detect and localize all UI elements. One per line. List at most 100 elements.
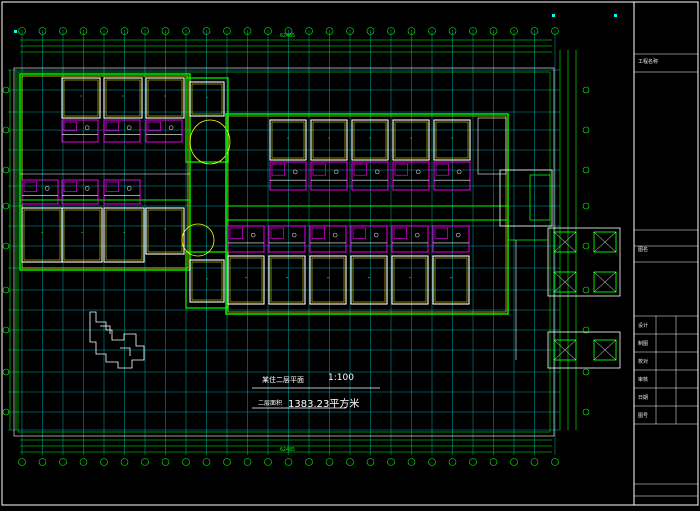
- axis-bubble: [79, 458, 88, 466]
- room-unit: [392, 119, 430, 161]
- axis-bubble: [530, 458, 539, 466]
- axis-bubble: [120, 458, 129, 466]
- axis-bubble: [407, 27, 416, 35]
- axis-bubble: [100, 458, 108, 466]
- axis-bubble: [264, 27, 272, 35]
- axis-bubble: [284, 27, 293, 35]
- room-units: [21, 77, 617, 361]
- axis-bubble: [161, 458, 170, 466]
- axis-bubble: [510, 458, 518, 466]
- axis-bubble: [387, 458, 395, 466]
- axis-bubble: [582, 286, 590, 294]
- stair-elevator-block: [553, 231, 577, 253]
- area-label: 二层面积: [258, 400, 283, 407]
- axis-bubble: [582, 202, 590, 210]
- axis-bubble: [264, 458, 272, 466]
- axis-bubble: [38, 458, 47, 466]
- axis-bubble: [59, 27, 67, 35]
- room-unit: [310, 119, 348, 161]
- axis-grid: [8, 30, 560, 455]
- axis-bubble: [59, 458, 67, 466]
- axis-bubble: [18, 27, 26, 35]
- room-unit: [269, 119, 307, 161]
- room-unit: [391, 255, 429, 305]
- bathroom-fixtures: [61, 119, 99, 143]
- axis-bubble: [182, 458, 190, 466]
- bathroom-fixtures: [21, 179, 59, 205]
- title-block-date: 日期: [638, 395, 649, 401]
- room-unit: [350, 255, 388, 305]
- title-block-number: 图号: [638, 413, 649, 419]
- bathroom-fixtures: [309, 225, 347, 253]
- room-unit: [145, 77, 185, 119]
- stair-elevator-block: [553, 271, 577, 293]
- axis-bubble: [469, 27, 477, 35]
- axis-bubble: [202, 27, 211, 35]
- bathroom-fixtures: [432, 225, 470, 253]
- axis-bubble: [2, 286, 10, 294]
- axis-bubble: [530, 27, 539, 35]
- axis-bubble: [366, 458, 375, 466]
- stair-elevator-block: [593, 231, 617, 253]
- title-block-drawing-name: 图名: [638, 247, 649, 253]
- axis-bubble: [305, 458, 313, 466]
- axis-bubble: [2, 166, 10, 174]
- axis-bubble: [387, 27, 395, 35]
- axis-bubble: [2, 408, 10, 416]
- axis-bubble: [510, 27, 518, 35]
- bathroom-fixtures: [227, 225, 265, 253]
- area-value: 1383.23平方米: [288, 399, 360, 410]
- axis-bubble: [582, 242, 590, 250]
- axis-bubble: [243, 458, 252, 466]
- bathroom-fixtures: [103, 179, 141, 205]
- building-east-wing: [225, 113, 621, 369]
- axis-bubble: [582, 126, 590, 134]
- axis-bubble: [305, 27, 313, 35]
- axis-bubble: [428, 458, 436, 466]
- key-plan-sketch: [89, 311, 145, 369]
- axis-bubble: [325, 458, 334, 466]
- axis-bubble: [428, 27, 436, 35]
- axis-bubble: [2, 126, 10, 134]
- bathroom-fixtures: [269, 161, 307, 191]
- room-unit: [309, 255, 347, 305]
- axis-bubble: [38, 27, 47, 35]
- axis-bubble: [366, 27, 375, 35]
- title-block-drafter: 制图: [638, 341, 649, 347]
- axis-bubble: [120, 27, 129, 35]
- title-block-reviewer: 审核: [638, 377, 649, 383]
- bathroom-fixtures: [103, 119, 141, 143]
- axis-bubble: [489, 27, 498, 35]
- room-unit: [432, 255, 470, 305]
- axis-bubble: [100, 27, 108, 35]
- bathroom-fixtures: [433, 161, 471, 191]
- title-block-project: 工程名称: [638, 59, 659, 65]
- room-unit: [351, 119, 389, 161]
- axis-bubble: [325, 27, 334, 35]
- axis-bubble: [2, 242, 10, 250]
- room-unit: [103, 207, 145, 263]
- axis-bubble: [202, 458, 211, 466]
- dim-overall-top: 62485: [280, 33, 296, 39]
- axis-bubble: [582, 408, 590, 416]
- axis-bubble: [469, 458, 477, 466]
- bathroom-fixtures: [61, 179, 99, 205]
- axis-bubble: [223, 458, 231, 466]
- dim-overall-bottom: 62485: [280, 447, 296, 453]
- axis-bubble: [448, 458, 457, 466]
- axis-bubble: [582, 326, 590, 334]
- axis-bubble: [284, 458, 293, 466]
- axis-bubble: [551, 458, 559, 466]
- room-unit: [189, 81, 225, 117]
- axis-bubble: [182, 27, 190, 35]
- axis-bubble: [161, 27, 170, 35]
- axis-bubble: [448, 27, 457, 35]
- bathroom-fixtures: [310, 161, 348, 191]
- room-unit: [433, 119, 471, 161]
- axis-bubble: [582, 86, 590, 94]
- axis-bubble: [582, 368, 590, 376]
- bathroom-fixtures: [392, 161, 430, 191]
- stair-elevator-block: [593, 271, 617, 293]
